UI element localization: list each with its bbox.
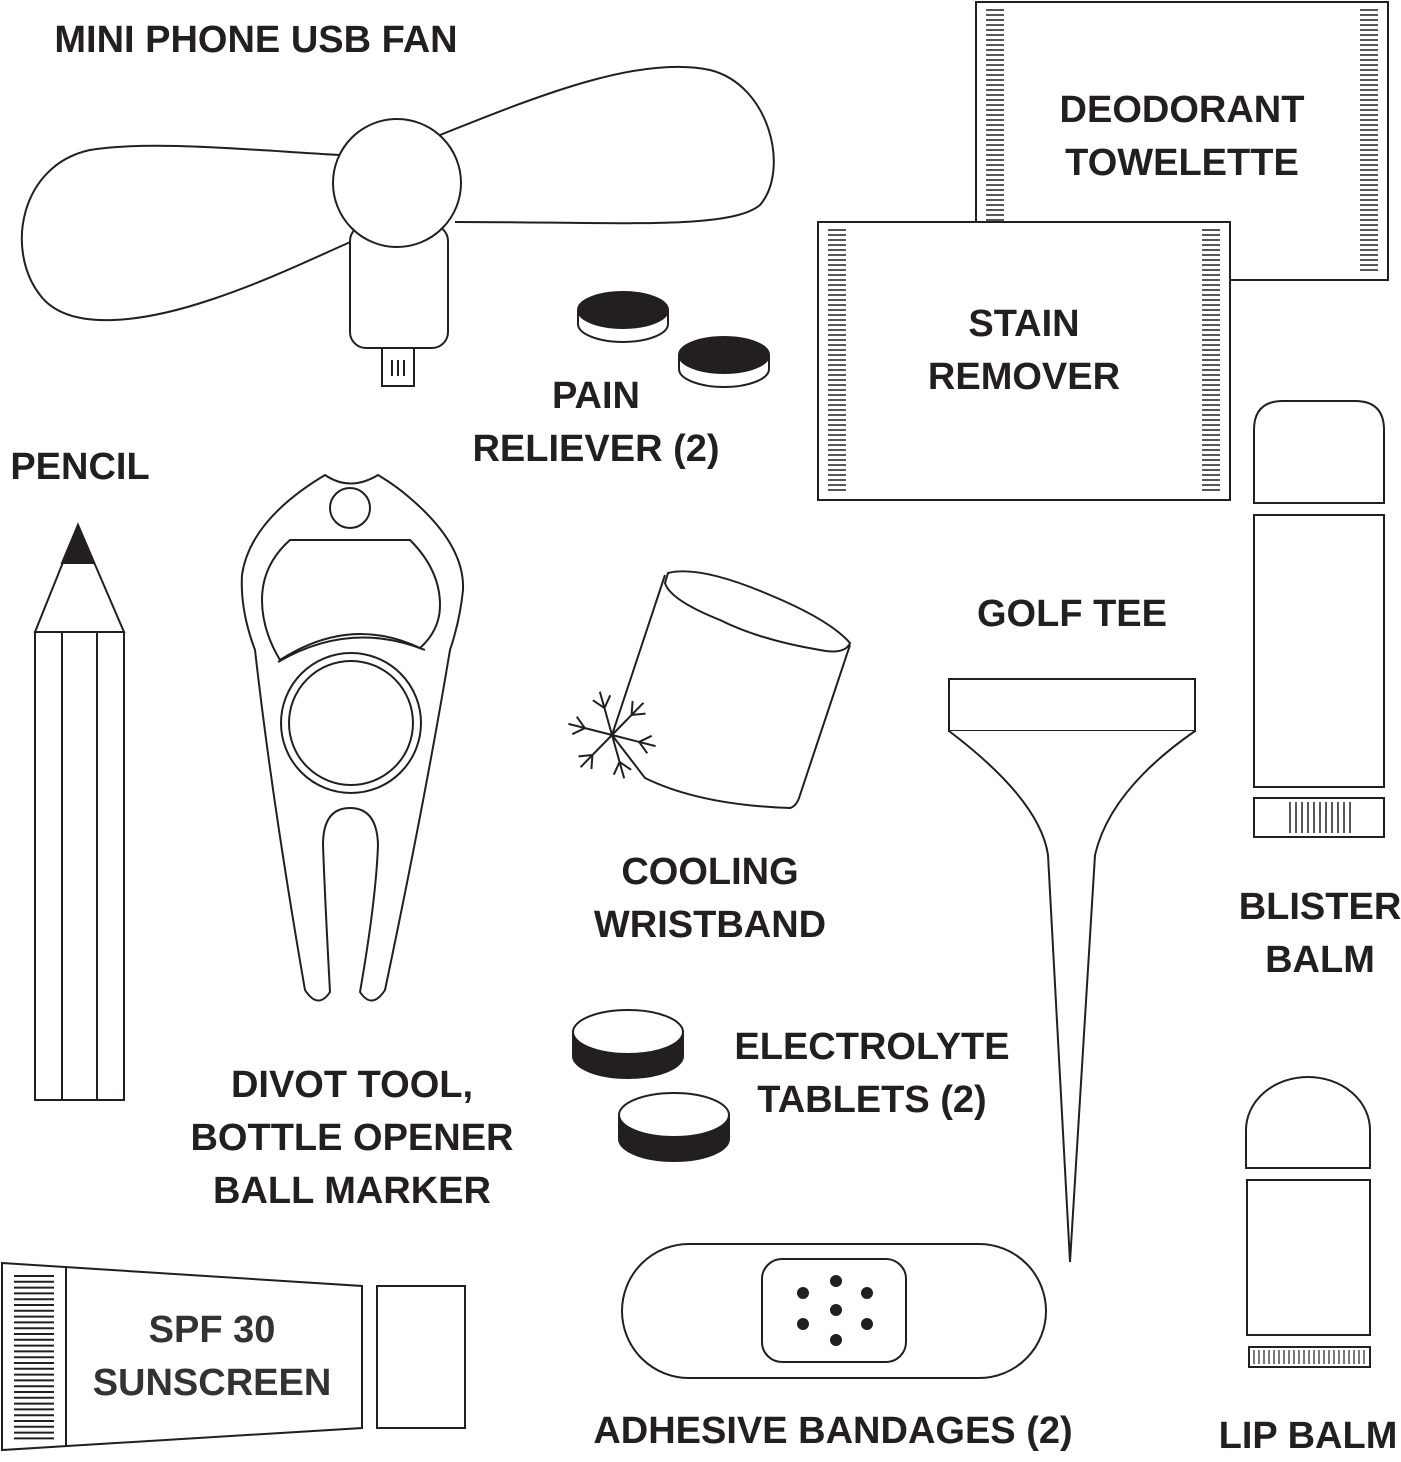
sunscreen-illustration (1, 1261, 466, 1452)
label-line: ELECTROLYTE (734, 1026, 1010, 1068)
label-line: LIP BALM (1218, 1415, 1398, 1457)
pencil-illustration (33, 522, 126, 1101)
label-line: PENCIL (10, 446, 150, 488)
label-line: RELIEVER (2) (472, 428, 720, 470)
blister-balm-illustration (1253, 400, 1385, 838)
divot-tool-illustration (240, 473, 465, 1002)
hatch-line (611, 734, 656, 748)
hatch-line (568, 722, 613, 736)
label-pain-reliever: PAIN RELIEVER (2) (472, 370, 719, 476)
hatch-line (619, 761, 632, 771)
hatch-line (611, 702, 645, 736)
label-line: DIVOT TOOL, (230, 1064, 474, 1106)
pain-reliever-illustration (577, 291, 770, 388)
label-line: STAIN (968, 303, 1080, 345)
hatch-line (590, 754, 594, 770)
label-line: BOTTLE OPENER (190, 1117, 514, 1159)
hatch-line (575, 716, 586, 729)
hatch-line (612, 761, 621, 776)
label-line: BALM (1265, 939, 1375, 981)
hatch-line (579, 734, 613, 768)
lip-balm-illustration (1245, 1076, 1371, 1368)
label-pencil: PENCIL (10, 441, 149, 494)
label-stain-remover: STAIN REMOVER (928, 298, 1120, 404)
snowflake-icon (568, 691, 656, 779)
label-line: GOLF TEE (977, 593, 1167, 635)
label-electrolyte-tablets: ELECTROLYTE TABLETS (2) (734, 1021, 1009, 1127)
label-line: ADHESIVE BANDAGES (2) (593, 1410, 1073, 1452)
label-line: MINI PHONE USB FAN (54, 19, 458, 61)
electrolyte-tablets-illustration (572, 1009, 730, 1162)
label-line: DEODORANT (1059, 89, 1305, 131)
label-divot-tool: DIVOT TOOL, BOTTLE OPENER BALL MARKER (190, 1059, 513, 1218)
label-line: PAIN (552, 375, 640, 417)
hatch-line (638, 734, 653, 743)
label-spf-30-sunscreen: SPF 30 SUNSCREEN (93, 1304, 332, 1410)
cooling-wristband-illustration (568, 570, 852, 810)
golf-tee-illustration (948, 678, 1196, 1263)
label-deodorant-towelette: DEODORANT TOWELETTE (1060, 84, 1305, 190)
label-line: BLISTER (1238, 886, 1401, 928)
label-line: TOWELETTE (1065, 142, 1299, 184)
hatch-line (571, 727, 586, 736)
label-line: COOLING (621, 851, 799, 893)
label-line: WRISTBAND (593, 904, 827, 946)
adhesive-bandage-illustration (621, 1243, 1047, 1379)
hatch-line (598, 691, 613, 736)
hatch-line (631, 712, 646, 716)
usb-fan-illustration (20, 65, 775, 387)
hatch-line (611, 734, 626, 779)
label-line: TABLETS (2) (757, 1079, 987, 1121)
label-line: BALL MARKER (213, 1170, 491, 1212)
label-cooling-wristband: COOLING WRISTBAND (594, 846, 826, 952)
label-blister-balm: BLISTER BALM (1239, 881, 1401, 987)
label-golf-tee: GOLF TEE (977, 588, 1167, 641)
label-adhesive-bandages: ADHESIVE BANDAGES (2) (593, 1405, 1072, 1458)
label-line: SUNSCREEN (92, 1362, 332, 1404)
label-lip-balm: LIP BALM (1219, 1410, 1398, 1462)
hatch-line (578, 754, 593, 758)
hatch-line (603, 694, 612, 709)
label-line: SPF 30 (148, 1309, 276, 1351)
hatch-line (630, 700, 634, 716)
label-mini-phone-usb-fan: MINI PHONE USB FAN (54, 14, 457, 67)
hatch-line (592, 699, 605, 709)
stain-remover-illustration (817, 221, 1231, 501)
label-line: REMOVER (927, 356, 1121, 398)
hatch-line (638, 741, 649, 754)
